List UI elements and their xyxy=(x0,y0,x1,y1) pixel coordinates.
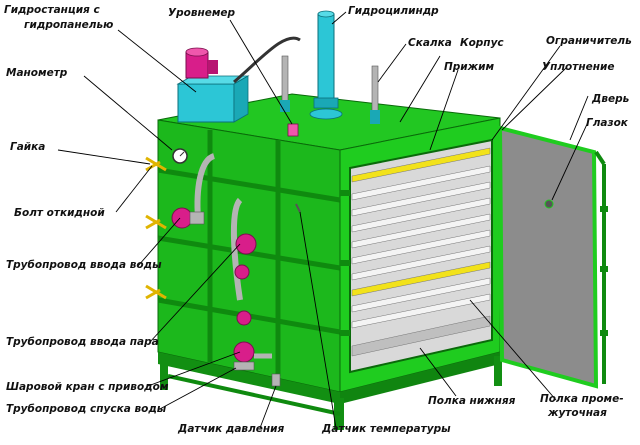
door-opening xyxy=(349,138,493,374)
autoclave-body xyxy=(157,93,502,430)
top-equipment xyxy=(176,10,380,137)
hinged-bolts xyxy=(145,156,167,300)
label-hydrostation-1: Гидростанция с xyxy=(4,4,100,16)
label-press: Прижим xyxy=(444,61,494,73)
water-inlet-flange xyxy=(171,207,193,229)
door xyxy=(497,125,608,389)
label-hinged-bolt: Болт откидной xyxy=(14,207,105,219)
label-temperature-sensor: Датчик температуры xyxy=(321,423,451,435)
label-nut: Гайка xyxy=(10,141,45,153)
door-panel xyxy=(497,125,599,389)
level-gauge xyxy=(287,123,299,137)
label-steam-inlet-pipe: Трубопровод ввода пара xyxy=(6,336,159,348)
label-water-inlet-pipe: Трубопровод ввода воды xyxy=(6,259,162,271)
temperature-sensor-probe xyxy=(295,203,301,213)
ball-valve xyxy=(233,341,255,363)
steam-inlet-flange xyxy=(235,233,257,255)
label-bottom-shelf: Полка нижняя xyxy=(428,395,516,407)
label-hydrocylinder: Гидроцилиндр xyxy=(348,5,439,17)
label-level-gauge: Уровнемер xyxy=(168,7,236,19)
label-water-drain-pipe: Трубопровод спуска воды xyxy=(6,403,167,415)
label-peephole: Глазок xyxy=(586,117,629,129)
hydrocylinder xyxy=(317,13,335,105)
label-limiter: Ограничитель xyxy=(546,35,632,47)
labels: Гидростанция с гидропанелью Уровнемер Ги… xyxy=(4,4,632,435)
label-ball-valve: Шаровой кран с приводом xyxy=(6,381,169,393)
label-door: Дверь xyxy=(591,93,630,105)
shelves xyxy=(351,147,491,357)
label-body: Корпус xyxy=(460,37,504,49)
leader-lines xyxy=(57,11,589,429)
pressure-sensor-body xyxy=(271,373,281,387)
label-hydrostation-2: гидропанелью xyxy=(24,19,113,31)
peephole-marker xyxy=(544,199,554,209)
label-pressure-sensor: Датчик давления xyxy=(177,423,285,435)
label-rolling-pin: Скалка xyxy=(408,37,452,49)
base-frame xyxy=(158,352,340,404)
label-mid-shelf-2: жуточная xyxy=(547,407,607,419)
label-seal: Уплотнение xyxy=(542,61,614,73)
label-manometer: Манометр xyxy=(6,67,68,79)
hydrostation xyxy=(177,83,235,123)
side-fittings xyxy=(145,148,301,387)
label-mid-shelf-1: Полка проме- xyxy=(540,393,624,405)
